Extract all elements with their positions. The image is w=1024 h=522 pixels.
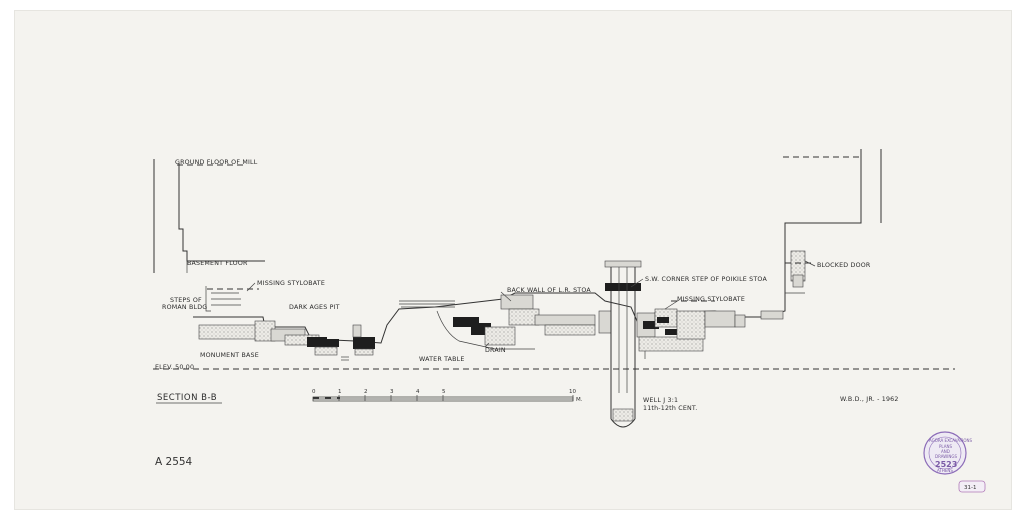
label-initials: W.B.D., JR. - 1962 <box>840 396 899 403</box>
scale-tick-2: 2 <box>364 389 368 395</box>
scale-tick-3: 3 <box>390 389 394 395</box>
label-steps-line2: ROMAN BLDG <box>162 304 207 311</box>
label-monument-base: MONUMENT BASE <box>200 352 259 359</box>
scale-tick-10: 10 <box>569 389 576 395</box>
label-elevation: ELEV. 50.00 <box>155 364 194 371</box>
label-basement-floor: BASEMENT FLOOR <box>187 260 248 267</box>
stamp-number: 2523 <box>935 460 957 469</box>
stamp-line4: DRAWINGS <box>935 454 957 459</box>
label-missing-stylobate-right: MISSING STYLOBATE <box>677 296 745 303</box>
archive-stamp: AGORA EXCAVATIONS PLANS AND DRAWINGS 252… <box>923 431 972 475</box>
label-sw-corner: S.W. CORNER STEP OF POIKILE STOA <box>645 276 767 283</box>
label-well-line1: WELL J 3:1 <box>643 397 678 404</box>
label-back-wall: BACK WALL OF L.R. STOA <box>507 287 591 294</box>
stamp-line3: AND <box>941 449 950 454</box>
label-missing-stylobate-left: MISSING STYLOBATE <box>257 280 325 287</box>
scale-tick-4: 4 <box>416 389 420 395</box>
scale-tick-1: 1 <box>338 389 342 395</box>
blocked-door <box>785 250 815 294</box>
monument-base <box>198 320 375 361</box>
scale-tick-5: 5 <box>442 389 446 395</box>
label-blocked-door: BLOCKED DOOR <box>817 262 871 269</box>
label-leaders <box>246 260 816 348</box>
label-ground-floor: GROUND FLOOR OF MILL <box>175 159 258 166</box>
stamp-line2: PLANS <box>939 444 952 449</box>
section-drawing: GROUND FLOOR OF MILL BASEMENT FLOOR MISS… <box>153 149 986 493</box>
stamp-line1: AGORA EXCAVATIONS <box>929 438 972 443</box>
center-rubble <box>399 294 612 350</box>
label-drain: DRAIN <box>485 347 506 354</box>
scale-unit: M. <box>576 397 583 403</box>
roman-steps <box>205 286 259 312</box>
label-well-line2: 11th-12th CENT. <box>643 405 697 412</box>
drawing-sheet: GROUND FLOOR OF MILL BASEMENT FLOOR MISS… <box>14 10 1012 510</box>
left-mill-wall <box>153 159 265 273</box>
well-shaft <box>604 260 642 428</box>
sheet-note: 31-1 <box>958 480 986 493</box>
right-masonry <box>636 300 784 359</box>
stamp-line5: ATHENS <box>937 468 953 473</box>
scale-tick-0: 0 <box>312 389 316 395</box>
label-steps-line1: STEPS OF <box>170 297 202 304</box>
label-dark-ages-pit: DARK AGES PIT <box>289 304 340 311</box>
section-title: SECTION B-B <box>157 393 217 403</box>
sheet-id: A 2554 <box>155 456 193 468</box>
scale-bar: 0 1 2 3 4 5 10 M. <box>312 389 583 403</box>
label-water-table: WATER TABLE <box>419 356 465 363</box>
sheet-note-text: 31-1 <box>964 485 976 491</box>
